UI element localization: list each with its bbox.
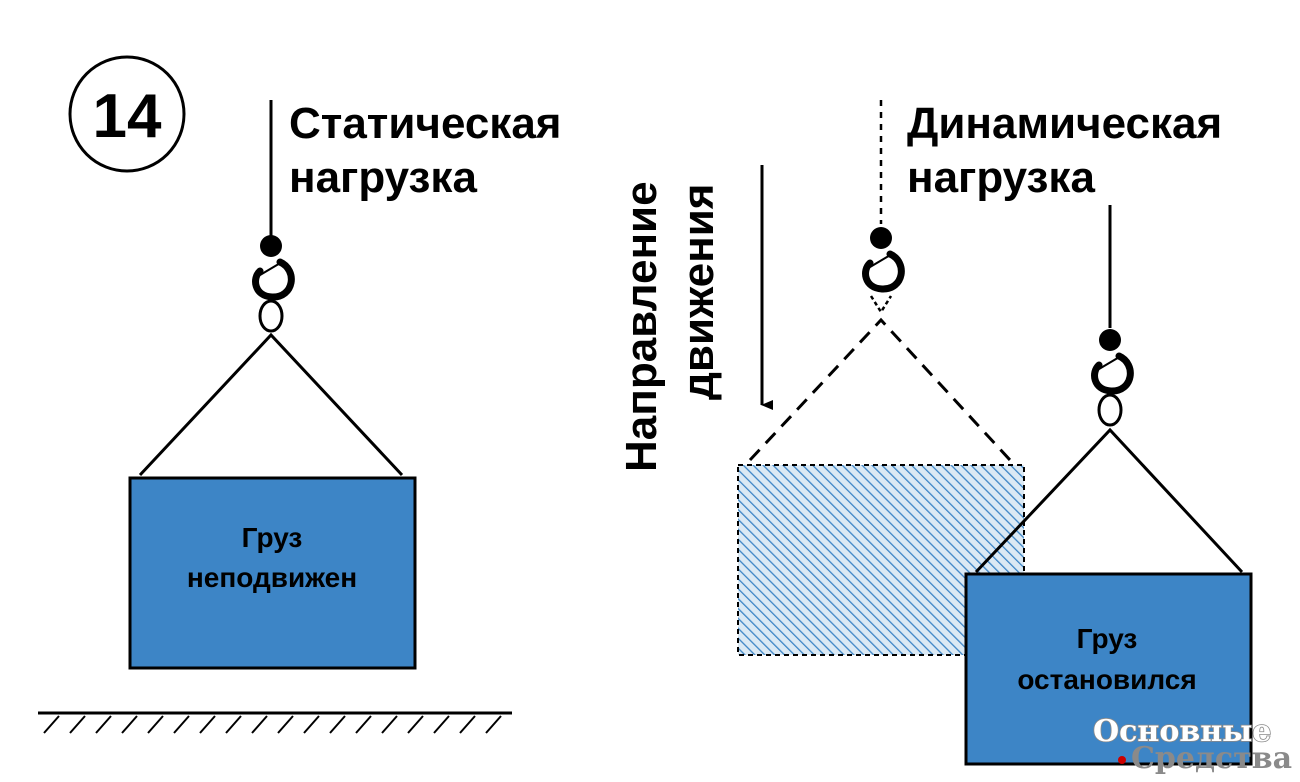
watermark-line1: Основные bbox=[1093, 714, 1271, 749]
direction-label-line2: движения bbox=[674, 184, 723, 400]
static-hook-icon bbox=[252, 235, 295, 333]
dynamic-stopped-group: Груз остановился bbox=[964, 205, 1253, 766]
watermark-logo: Основные Средства bbox=[1092, 713, 1292, 776]
dynamic-box-label-line2: остановился bbox=[1017, 664, 1196, 695]
static-box-label-line2: неподвижен bbox=[187, 562, 357, 593]
dynamic-title-line2: нагрузка bbox=[907, 153, 1095, 202]
static-load-group: Статическая нагрузка Груз неподвижен bbox=[38, 99, 561, 734]
figure-number: 14 bbox=[93, 82, 162, 151]
watermark-line2: Средства bbox=[1131, 741, 1292, 776]
dynamic-slings bbox=[974, 427, 1244, 574]
dynamic-ghost-slings bbox=[748, 317, 1012, 462]
dynamic-box-label-line1: Груз bbox=[1077, 623, 1138, 654]
static-slings bbox=[138, 332, 404, 477]
dynamic-hook-icon bbox=[1091, 329, 1134, 427]
direction-group: Направление движения bbox=[617, 165, 773, 472]
direction-label-line1: Направление bbox=[617, 181, 666, 472]
dynamic-load-box bbox=[964, 572, 1253, 766]
figure-number-badge: 14 bbox=[68, 55, 186, 173]
static-title-line1: Статическая bbox=[289, 99, 561, 148]
dynamic-ghost-hook-icon bbox=[862, 227, 905, 315]
ground-hatch bbox=[38, 711, 512, 734]
watermark-dot bbox=[1118, 756, 1126, 764]
static-title-line2: нагрузка bbox=[289, 153, 477, 202]
static-box-label-line1: Груз bbox=[242, 522, 303, 553]
static-load-box bbox=[128, 476, 417, 670]
dynamic-title-line1: Динамическая bbox=[907, 99, 1222, 148]
